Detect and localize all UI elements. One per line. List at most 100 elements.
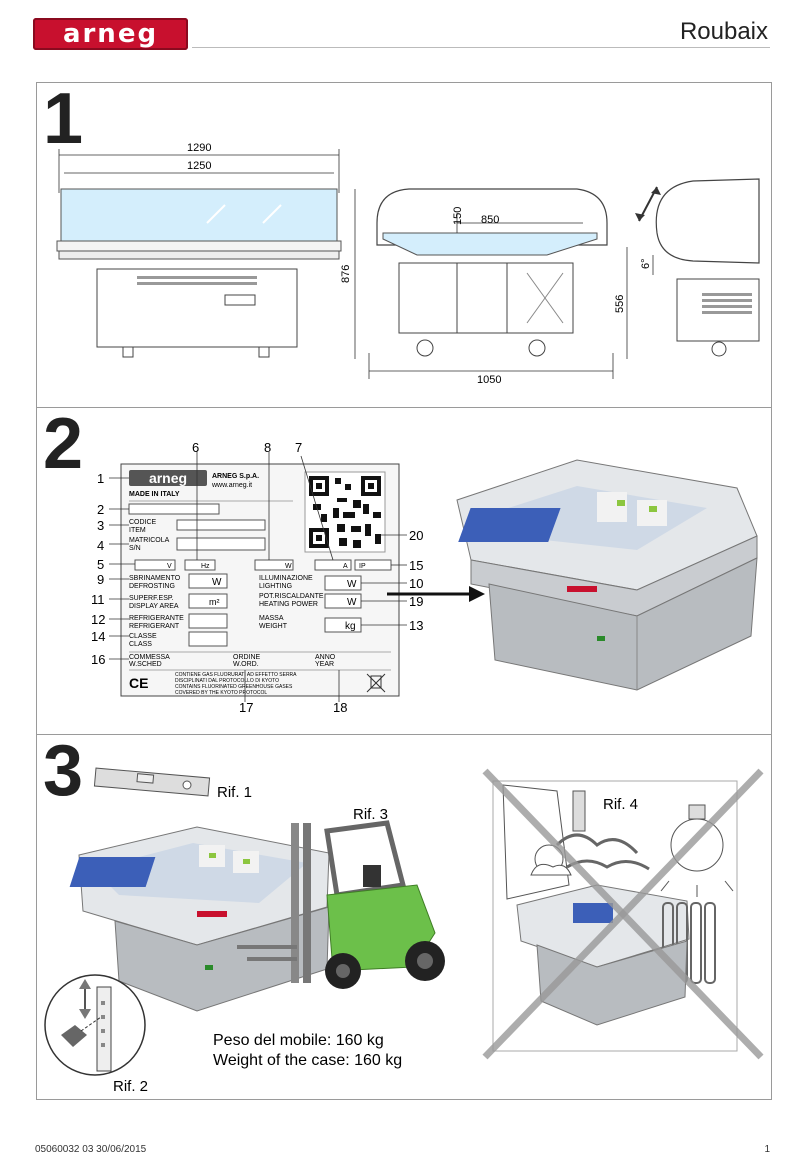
unit-hz: Hz [201,563,210,570]
plate-year: YEAR [315,661,334,668]
unit-v: V [167,563,172,570]
unit-defrost-w: W [212,577,222,588]
gas-line-4: COVERED BY THE KYOTO PROTOCOL [175,690,267,696]
plate-heating-power: HEATING POWER [259,601,318,608]
unit-m2: m² [209,597,220,607]
plate-sbrinamento: SBRINAMENTO [129,575,181,582]
dim-1290: 1290 [187,142,211,154]
callout-3: 3 [97,518,104,533]
rif-2-label: Rif. 2 [113,1078,148,1095]
unit-w: W [285,563,292,570]
section-1-dimensions: 1 1290 1250 876 [36,82,772,408]
plate-illuminazione: ILLUMINAZIONE [259,575,313,582]
callout-6: 6 [192,440,199,455]
callout-10: 10 [409,576,423,591]
plate-sn: S/N [129,545,141,552]
section-number: 3 [43,731,84,811]
plate-superf: SUPERF.ESP. [129,595,174,602]
weee-bin-icon [366,673,386,693]
callout-13: 13 [409,618,423,633]
unit-lighting-w: W [347,579,357,590]
plate-refrigerant: REFRIGERANT [129,623,180,630]
ce-mark: CE [129,675,148,691]
plate-weight: WEIGHT [259,623,288,630]
callout-8: 8 [264,440,271,455]
plate-pot-risc: POT.RISCALDANTE [259,593,324,600]
rif-2-detail [44,974,146,1076]
plate-ordine: ORDINE [233,654,261,661]
plate-commessa: COMMESSA [129,654,170,661]
rif-3-label: Rif. 3 [353,806,388,823]
unit-ip: IP [359,563,366,570]
callout-15: 15 [409,558,423,573]
section-3-handling: 3 Rif. 1 Rif. 3 [36,734,772,1100]
plate-wsched: W.SCHED [129,661,162,668]
dim-1250: 1250 [187,160,211,172]
unit-kg: kg [345,621,356,632]
rif-4-prohibited-placement [482,768,764,1060]
qr-code [304,471,386,553]
front-glass [60,188,338,242]
section-number: 2 [43,404,84,484]
plate-company: ARNEG S.p.A. [212,473,259,480]
detail-case [655,178,760,264]
plate-refrigerante: REFRIGERANTE [129,615,184,622]
plate-logo: arneg [149,470,187,486]
section-2-nameplate: 2 arneg ARNEG S.p.A. www.arneg.it MADE I… [36,407,772,735]
section-number: 1 [43,79,84,159]
arneg-logo: arneg [33,18,188,50]
callout-16: 16 [91,652,105,667]
document-title: Roubaix [679,18,768,45]
dim-850: 850 [481,214,499,226]
weight-italian: Peso del mobile: 160 kg [213,1032,384,1049]
footer-document-code: 05060032 03 30/06/2015 [35,1144,147,1155]
callout-7: 7 [295,440,302,455]
callout-9: 9 [97,572,104,587]
dim-876: 876 [340,265,352,283]
dimension-drawings: 1290 1250 876 150 850 1050 [56,142,760,386]
unit-a: A [343,563,348,570]
gas-line-1: CONTIENE GAS FLUORURATI AD EFFETTO SERRA [175,672,297,678]
callout-20: 20 [409,528,423,543]
dim-556: 556 [614,295,626,313]
plate-anno: ANNO [315,654,336,661]
dim-6deg: 6° [640,258,652,269]
callout-17: 17 [239,700,253,715]
side-case [376,188,608,246]
refrigerated-case-image [456,459,758,691]
header-rule [192,47,770,48]
gas-line-3: CONTAINS FLUORINATED GREENHOUSE GASES [175,684,293,690]
plate-made-in: MADE IN ITALY [129,491,180,498]
unit-heating-w: W [347,597,357,608]
callout-19: 19 [409,594,423,609]
plate-display-area: DISPLAY AREA [129,603,179,610]
nameplate-diagram: arneg ARNEG S.p.A. www.arneg.it MADE IN … [91,440,758,715]
spirit-level-icon [93,767,211,797]
callout-18: 18 [333,700,347,715]
forklift-image [237,820,445,989]
plate-website: www.arneg.it [211,482,252,489]
dim-150: 150 [452,207,464,225]
callout-11: 11 [91,592,105,607]
weight-english: Weight of the case: 160 kg [213,1052,402,1069]
display-case-image [69,826,330,1012]
callout-4: 4 [97,538,104,553]
plate-lighting: LIGHTING [259,583,292,590]
plate-classe: CLASSE [129,633,157,640]
plate-massa: MASSA [259,615,284,622]
front-base [96,268,298,348]
plate-class: CLASS [129,641,152,648]
dim-1050: 1050 [477,374,501,386]
callout-5: 5 [97,557,104,572]
callout-1: 1 [97,471,104,486]
callout-12: 12 [91,612,105,627]
plate-word: W.ORD. [233,661,259,668]
plate-defrosting: DEFROSTING [129,583,175,590]
plate-item: ITEM [129,527,146,534]
handling-illustrations: Rif. 1 Rif. 3 [44,767,764,1095]
light-bulb-icon [660,804,734,897]
footer-page-number: 1 [764,1144,770,1155]
gas-line-2: DISCIPLINATI DAL PROTOCOLLO DI KYOTO [175,678,279,684]
rif-1-label: Rif. 1 [217,784,252,801]
callout-2: 2 [97,502,104,517]
